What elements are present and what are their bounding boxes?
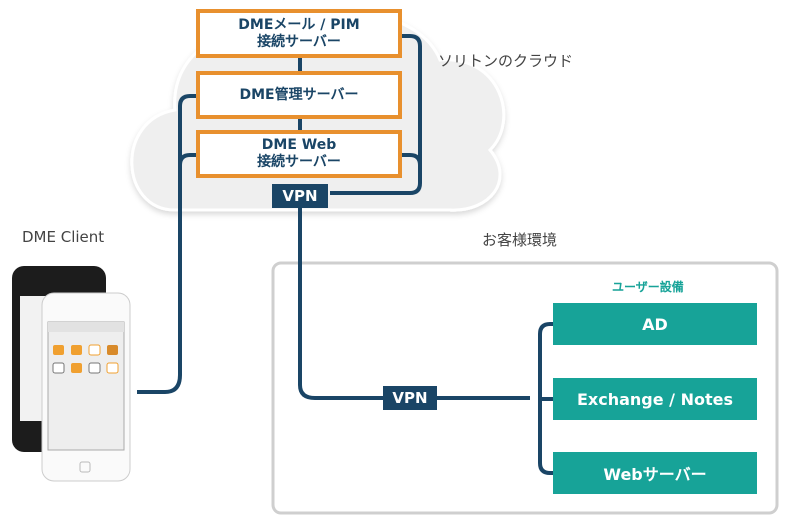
cloud-vpn-badge: VPN xyxy=(272,184,328,208)
customer-label: お客様環境 xyxy=(482,231,558,249)
client-label: DME Client xyxy=(22,228,105,246)
server-web: DME Web 接続サーバー xyxy=(196,130,402,178)
link-vpn-tunnel xyxy=(298,208,385,400)
server-management: DME管理サーバー xyxy=(196,71,402,119)
server-pim: DMEメール / PIM 接続サーバー xyxy=(196,9,402,58)
equipment-label: ユーザー設備 xyxy=(612,280,684,294)
system-web-server: Webサーバー xyxy=(553,452,757,494)
phone-white xyxy=(41,292,131,482)
link-right-cloud xyxy=(330,34,422,195)
system-ad: AD xyxy=(553,303,757,345)
customer-vpn-badge: VPN xyxy=(383,386,437,410)
server-web-line1: DME Web xyxy=(261,137,337,153)
server-web-line2: 接続サーバー xyxy=(257,154,341,170)
server-management-label: DME管理サーバー xyxy=(239,86,359,103)
connection-lines xyxy=(137,34,553,475)
cloud-label: ソリトンのクラウド xyxy=(438,52,574,70)
server-pim-line1: DMEメール / PIM xyxy=(238,16,360,33)
system-exchange-notes: Exchange / Notes xyxy=(553,378,757,420)
link-customer-systems xyxy=(437,322,553,475)
link-client xyxy=(137,94,196,394)
server-pim-line2: 接続サーバー xyxy=(257,33,341,50)
